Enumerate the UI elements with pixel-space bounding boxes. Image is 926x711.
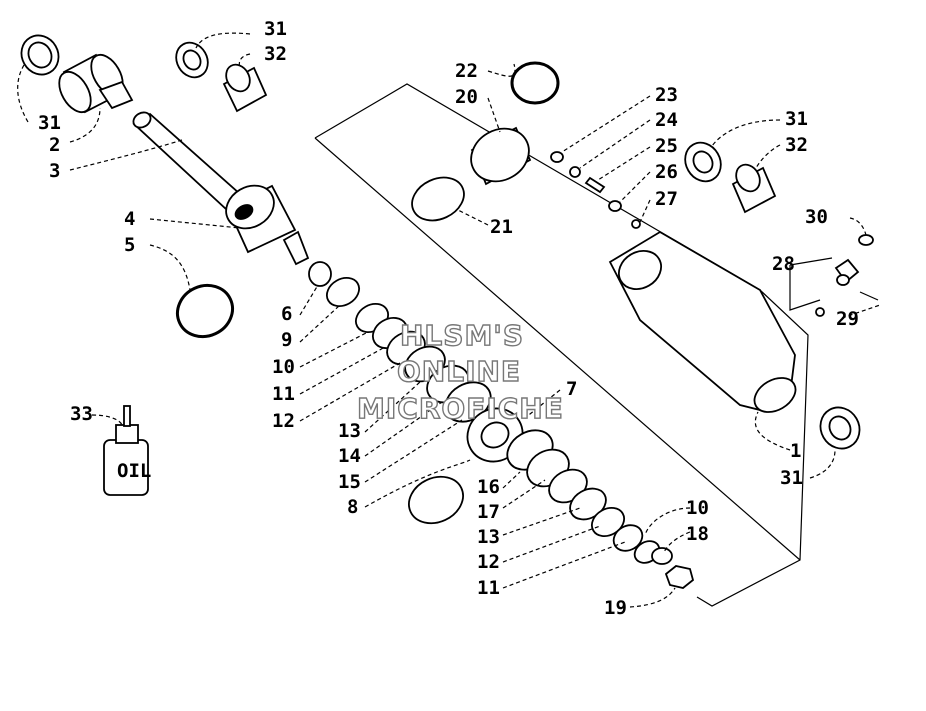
callout-31: 31: [780, 467, 803, 489]
leader-lines: [17, 32, 881, 608]
callout-31: 31: [785, 108, 808, 130]
callout-7: 7: [566, 378, 577, 400]
callout-17: 17: [477, 501, 500, 523]
callout-24: 24: [655, 109, 678, 131]
callout-27: 27: [655, 188, 678, 210]
part-31-cap-lower-right: [819, 406, 861, 450]
part-4-body: [225, 184, 310, 266]
watermark-line-2: ONLINE: [397, 355, 521, 388]
part-32-bushing-upper: [222, 63, 268, 113]
callout-32: 32: [785, 134, 808, 156]
callout-12: 12: [272, 410, 295, 432]
part-20-reservoir-cap: [470, 126, 532, 186]
part-5-o-ring: [176, 283, 234, 339]
valve-shim-stack: [308, 261, 492, 423]
oil-can-label: OIL: [117, 460, 151, 482]
part-31-cap-upper-middle: [175, 41, 209, 79]
callout-12: 12: [477, 551, 500, 573]
part-8-piston-band: [408, 475, 464, 525]
callout-13: 13: [338, 420, 361, 442]
callout-3: 3: [49, 160, 60, 182]
callout-2: 2: [49, 134, 60, 156]
part-19-nut: [664, 565, 695, 589]
callout-25: 25: [655, 135, 678, 157]
callout-10: 10: [272, 356, 295, 378]
part-31-cap-upper-left: [20, 34, 60, 76]
callout-13: 13: [477, 526, 500, 548]
callout-26: 26: [655, 161, 678, 183]
callout-15: 15: [338, 471, 361, 493]
callout-31: 31: [264, 18, 287, 40]
watermark-line-3: MICROFICHE: [357, 392, 564, 425]
callout-4: 4: [124, 208, 135, 230]
callout-10: 10: [686, 497, 709, 519]
watermark: HLSM'S ONLINE MICROFICHE: [356, 318, 564, 425]
callout-14: 14: [338, 445, 361, 467]
callout-21: 21: [490, 216, 513, 238]
callout-31: 31: [38, 112, 61, 134]
part-2-collar: [58, 53, 134, 114]
part-31-cap-right: [684, 141, 722, 183]
callout-1: 1: [790, 440, 801, 462]
callout-6: 6: [281, 303, 292, 325]
callout-8: 8: [347, 496, 358, 518]
callout-9: 9: [281, 329, 292, 351]
callout-32: 32: [264, 43, 287, 65]
part-22-o-ring: [510, 61, 560, 105]
callout-16: 16: [477, 476, 500, 498]
callout-23: 23: [655, 84, 678, 106]
callout-19: 19: [604, 597, 627, 619]
callout-29: 29: [836, 308, 859, 330]
callout-30: 30: [805, 206, 828, 228]
watermark-line-1: HLSM'S: [400, 319, 524, 352]
part-1-shock-body: [608, 230, 797, 413]
callout-labels: 31 32 31 2 3 4 5 6 9 10 11 12 13 14 15 8…: [38, 18, 859, 619]
callout-28: 28: [772, 253, 795, 275]
assembly-bracket-frame: [314, 83, 809, 607]
callout-11: 11: [477, 577, 500, 599]
callout-5: 5: [124, 234, 135, 256]
callout-22: 22: [455, 60, 478, 82]
callout-20: 20: [455, 86, 478, 108]
part-28-fitting: [815, 234, 879, 317]
callout-11: 11: [272, 383, 295, 405]
valve-small-parts: [550, 151, 641, 229]
part-33-oil-can: [103, 405, 149, 496]
callout-33: 33: [70, 403, 93, 425]
part-32-bushing-right: [731, 163, 777, 214]
lower-shim-stack: [506, 429, 673, 565]
callout-18: 18: [686, 523, 709, 545]
part-21-seal: [411, 176, 465, 222]
